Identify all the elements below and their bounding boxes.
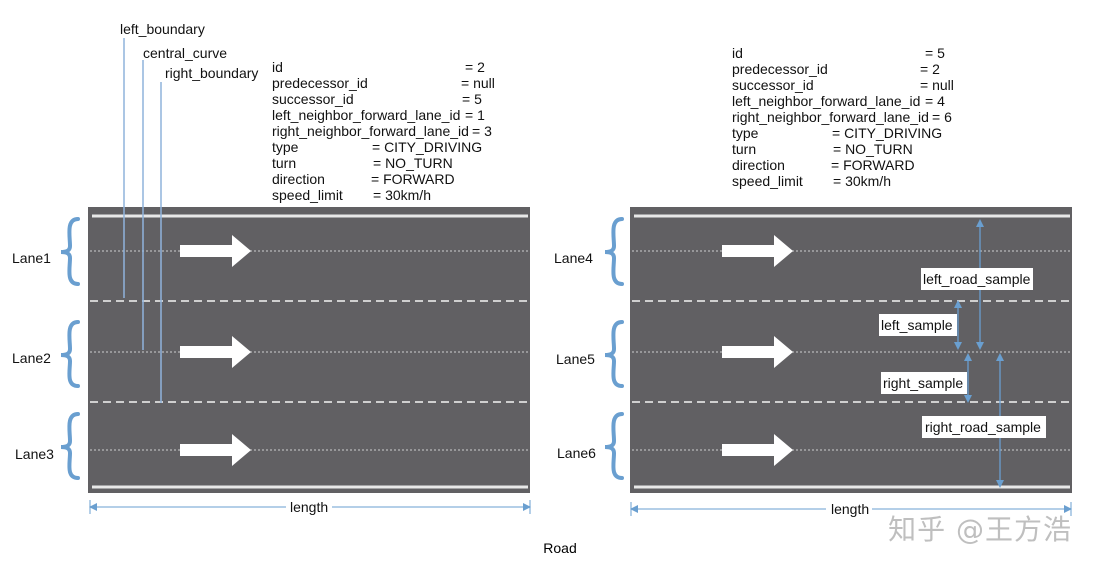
lane5-attr-value: = 5: [925, 45, 945, 61]
left-lane3-forward-arrow-icon: [180, 434, 251, 466]
lane5-attr-value: = FORWARD: [831, 157, 915, 173]
right-lane6-forward-arrow-icon: [722, 434, 793, 466]
lane2-attr-key: left_neighbor_forward_lane_id: [272, 107, 460, 123]
lane4-label: Lane4: [554, 250, 593, 266]
lane2-attr-value: = 1: [465, 107, 485, 123]
lane3-brace-icon: [60, 412, 80, 480]
left-road-sample-label: left_road_sample: [923, 271, 1031, 287]
lane2-attr-key: predecessor_id: [272, 75, 368, 91]
right-lane4-forward-arrow-icon: [722, 235, 793, 267]
left-sample-label: left_sample: [881, 317, 953, 333]
lane5-attr-value: = NO_TURN: [833, 141, 913, 157]
lane2-attr-value: = NO_TURN: [373, 155, 453, 171]
lane5-attr-key: id: [732, 45, 743, 61]
left-lane1-forward-arrow-icon: [180, 235, 251, 267]
lane3-label: Lane3: [15, 446, 54, 462]
lane5-attr-key: right_neighbor_forward_lane_id: [732, 109, 929, 125]
lane5-attr-value: = 4: [925, 93, 945, 109]
lane2-attr-key: turn: [272, 155, 296, 171]
lane2-attr-key: type: [272, 139, 299, 155]
left-boundary-label: left_boundary: [120, 21, 205, 37]
left-road-sample-label-bg: [921, 268, 1033, 290]
lane2-attr-key: right_neighbor_forward_lane_id: [272, 123, 469, 139]
lane5-attr-key: speed_limit: [732, 173, 803, 189]
lane4-brace-icon: [604, 217, 624, 286]
lane5-brace-icon: [604, 320, 624, 388]
lane2-attr-key: successor_id: [272, 91, 354, 107]
lane5-attr-key: turn: [732, 141, 756, 157]
left-length-label: length: [290, 499, 328, 515]
right-sample-label-bg: [881, 372, 967, 394]
lane5-attr-key: direction: [732, 157, 785, 173]
left-lane2-forward-arrow-icon: [180, 336, 251, 368]
lane2-brace-icon: [60, 320, 80, 388]
right-boundary-label: right_boundary: [165, 65, 258, 81]
lane5-attr-key: predecessor_id: [732, 61, 828, 77]
lane2-attr-key: direction: [272, 171, 325, 187]
lane2-attribute-list: id = 2 predecessor_id = null successor_id = 5…: [272, 59, 495, 203]
lane2-attr-value: = 30km/h: [373, 187, 431, 203]
lane5-attr-value: = null: [920, 77, 954, 93]
lane5-attribute-list: id = 5 predecessor_id = 2 successor_id = null…: [732, 45, 954, 189]
lane5-attr-value: = 2: [920, 61, 940, 77]
lane1-brace-icon: [60, 217, 80, 286]
lane5-label: Lane5: [556, 351, 595, 367]
lane6-brace-icon: [604, 412, 624, 480]
lane5-attr-value: = 30km/h: [833, 173, 891, 189]
lane2-attr-value: = 5: [462, 91, 482, 107]
right-sample-label: right_sample: [883, 375, 963, 391]
lane5-attr-value: = CITY_DRIVING: [832, 125, 942, 141]
right-road-sample-label-bg: [922, 416, 1046, 438]
right-road-panel: Lane4 Lane5 Lane6 left_road_sample left_…: [554, 45, 1072, 517]
lane5-attr-key: successor_id: [732, 77, 814, 93]
lane5-attr-value: = 6: [932, 109, 952, 125]
lane2-attr-value: = CITY_DRIVING: [372, 139, 482, 155]
lane6-label: Lane6: [557, 445, 596, 461]
lane1-label: Lane1: [12, 250, 51, 266]
lane5-attr-key: type: [732, 125, 759, 141]
watermark: 知乎 @王方浩: [888, 513, 1072, 546]
right-road-sample-label: right_road_sample: [925, 419, 1041, 435]
lane2-attr-value: = FORWARD: [371, 171, 455, 187]
right-lane5-forward-arrow-icon: [722, 336, 793, 368]
lane2-attr-value: = null: [461, 75, 495, 91]
central-curve-label: central_curve: [143, 45, 227, 61]
left-road-panel: left_boundary central_curve right_bounda…: [12, 21, 531, 515]
lane2-attr-value: = 3: [472, 123, 492, 139]
lane2-attr-value: = 2: [465, 59, 485, 75]
road-caption: Road: [543, 540, 577, 556]
lane2-attr-key: id: [272, 59, 283, 75]
lane2-label: Lane2: [12, 350, 51, 366]
lane5-attr-key: left_neighbor_forward_lane_id: [732, 93, 920, 109]
left-sample-label-bg: [879, 314, 957, 336]
lane2-attr-key: speed_limit: [272, 187, 343, 203]
right-length-label: length: [831, 501, 869, 517]
